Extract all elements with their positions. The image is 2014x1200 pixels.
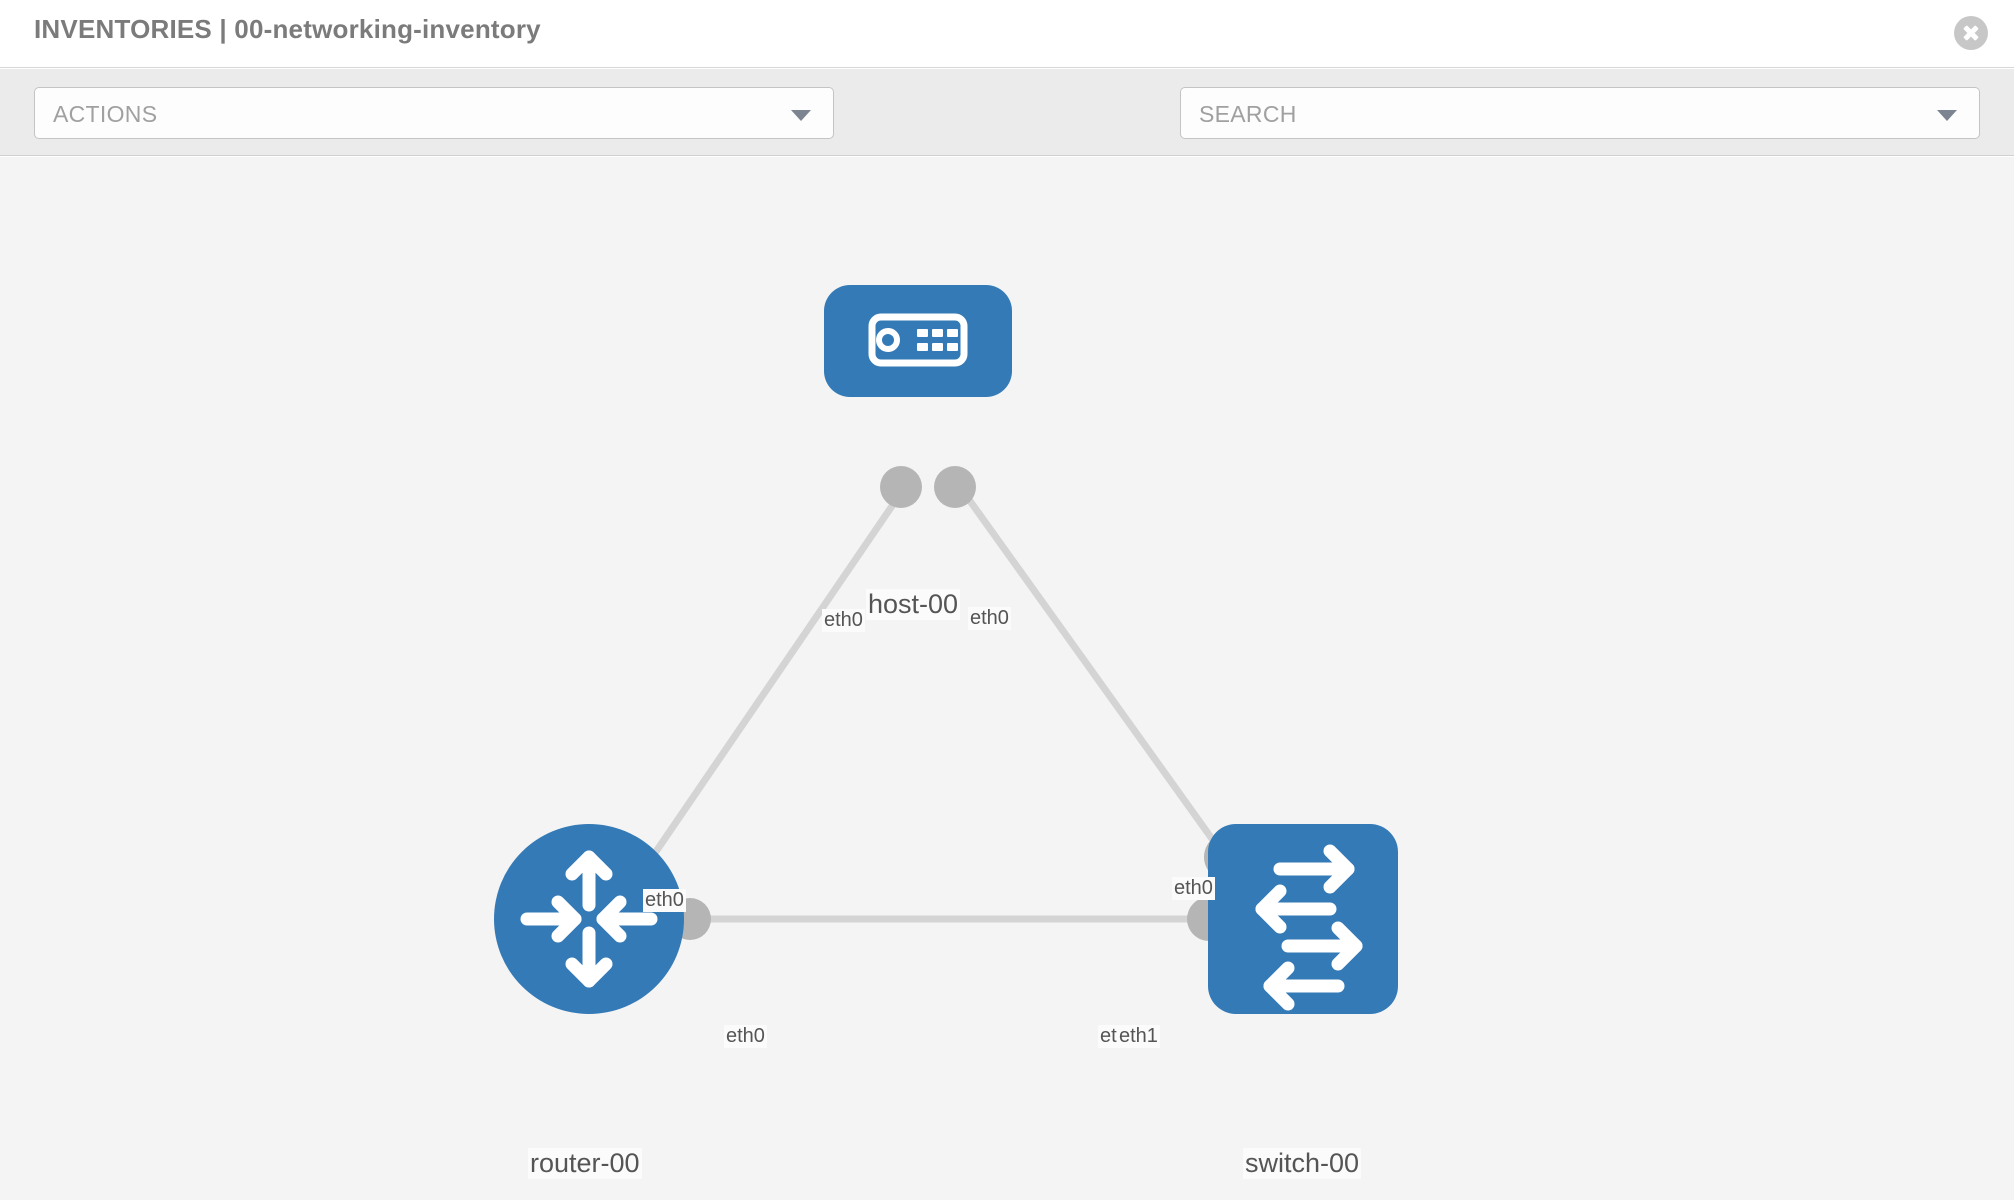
link-host-router <box>637 485 908 877</box>
node-label-switch: switch-00 <box>1243 1148 1362 1179</box>
port-label: eth1 <box>1117 1025 1160 1048</box>
app-header: INVENTORIES | 00-networking-inventory <box>0 0 2014 68</box>
actions-dropdown-label: ACTIONS <box>53 101 158 127</box>
port-label: eth0 <box>1172 877 1215 900</box>
search-placeholder: SEARCH <box>1199 101 1297 127</box>
actions-dropdown[interactable]: ACTIONS <box>34 87 834 139</box>
topology-canvas[interactable]: eth0 host-00 eth0 eth0 eth0 eth0 eth0 et… <box>0 157 2014 1200</box>
topology-links <box>637 484 1228 923</box>
search-input[interactable]: SEARCH <box>1180 87 1980 139</box>
port-label: eth0 <box>968 607 1011 630</box>
node-label-host: host-00 <box>866 589 961 620</box>
toolbar: ACTIONS SEARCH <box>0 69 2014 201</box>
chevron-down-icon[interactable] <box>1937 110 1957 121</box>
chevron-down-icon <box>791 110 811 121</box>
node-router-00[interactable] <box>494 824 684 1014</box>
page-title: INVENTORIES | 00-networking-inventory <box>34 14 541 44</box>
close-icon[interactable] <box>1954 16 1988 50</box>
node-switch-00[interactable] <box>1208 824 1398 1014</box>
node-label-router: router-00 <box>528 1148 642 1179</box>
link-host-switch <box>957 484 1228 860</box>
server-icon <box>868 313 968 367</box>
port-knob <box>880 466 922 508</box>
port-label: eth0 <box>643 889 686 912</box>
node-host-00[interactable] <box>824 285 1012 397</box>
topology-graph <box>494 285 1398 1014</box>
port-knob <box>934 466 976 508</box>
router-arrows-icon <box>520 850 658 988</box>
switch-arrows-icon <box>1255 844 1363 1011</box>
port-label: eth0 <box>822 609 865 632</box>
port-label: eth0 <box>724 1025 767 1048</box>
